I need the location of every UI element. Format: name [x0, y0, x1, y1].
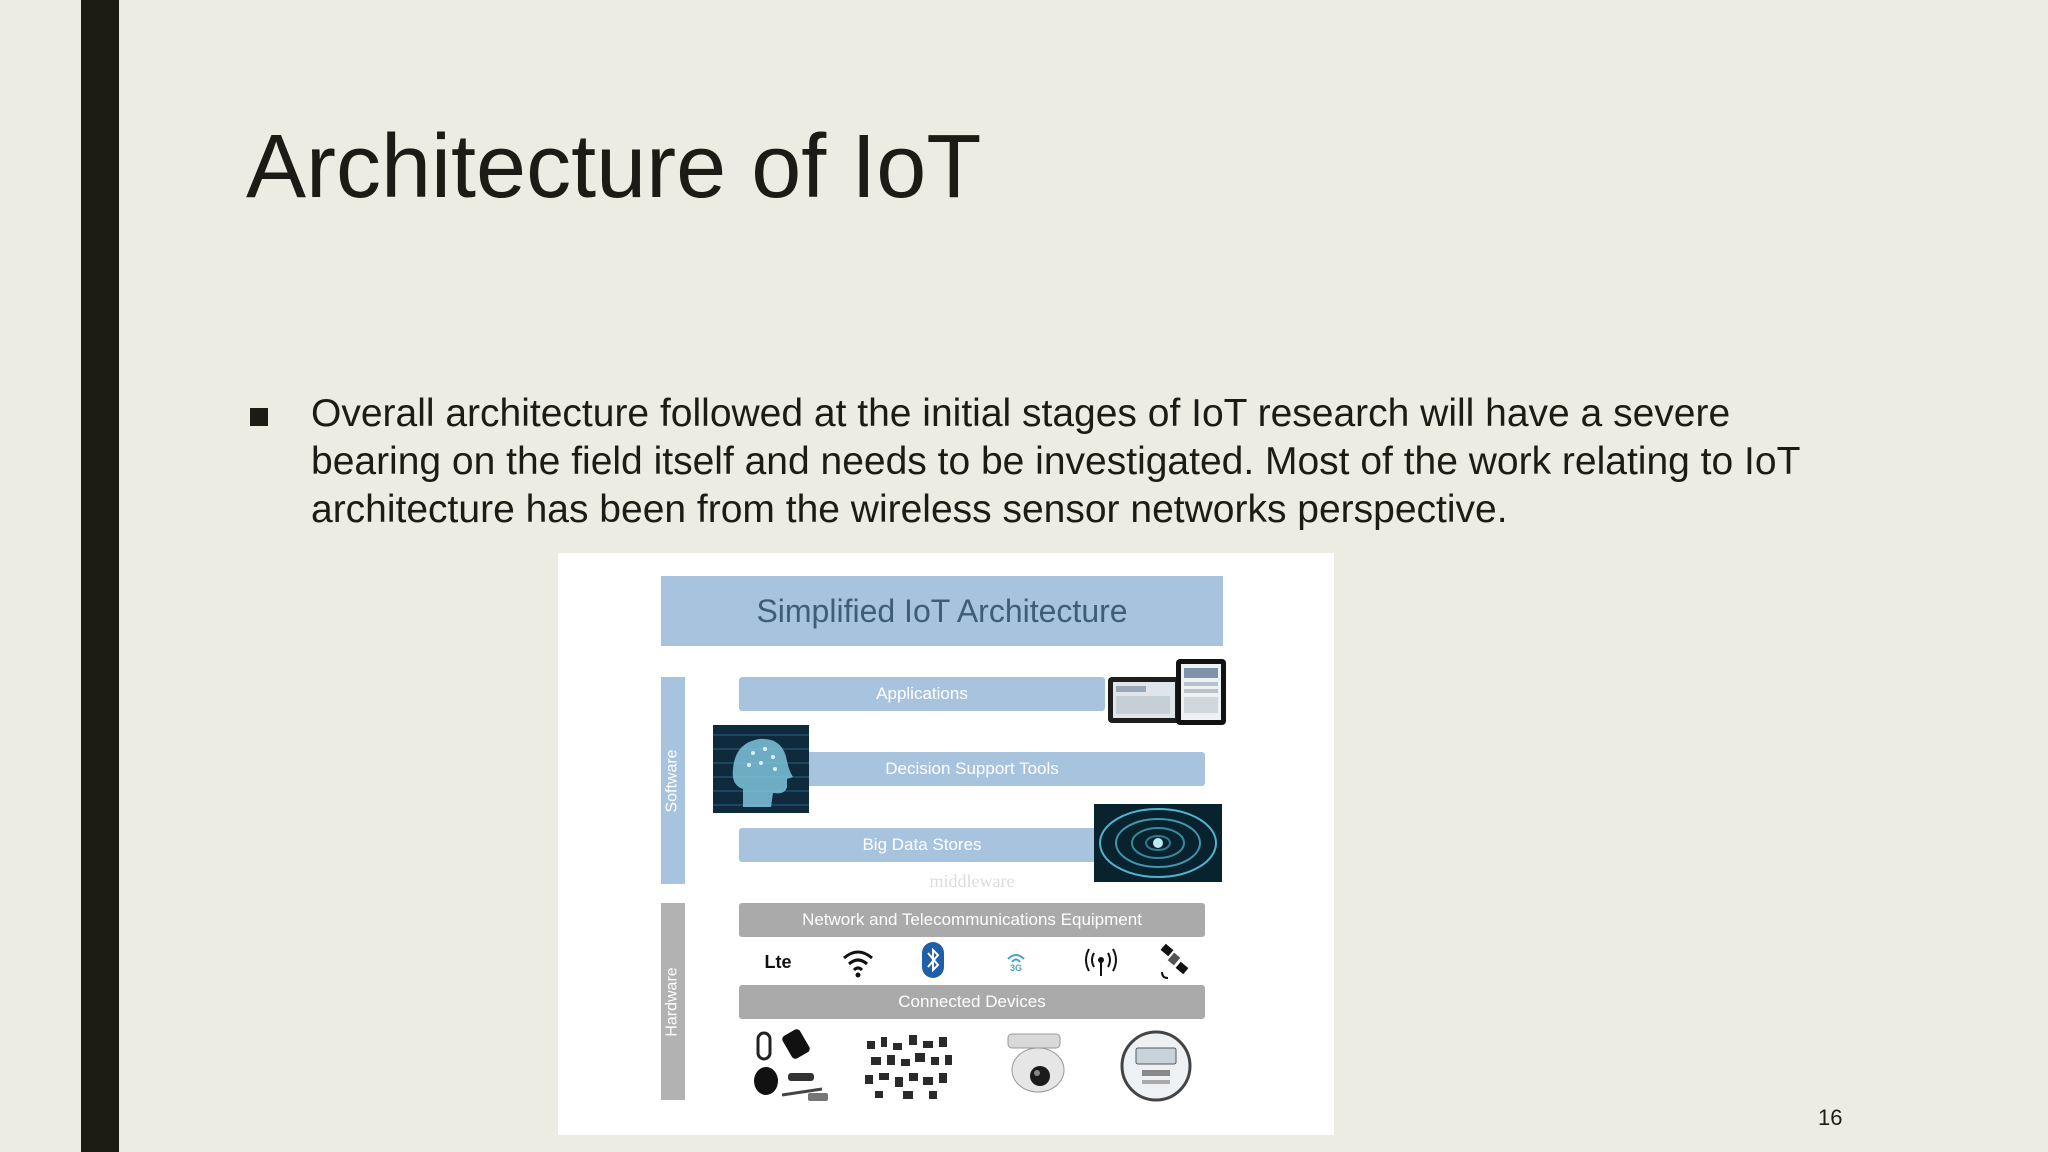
3g-signal-arcs-icon [1007, 954, 1025, 963]
bluetooth-icon [922, 942, 944, 978]
ai-head-image [713, 725, 809, 813]
decision-support-layer: Decision Support Tools [739, 752, 1205, 786]
radio-tower-icon [1085, 948, 1117, 976]
software-label-text: Software [664, 748, 682, 813]
big-data-image [1094, 804, 1222, 882]
lte-icon-text: Lte [764, 951, 792, 972]
smart-meter-image [1120, 1030, 1192, 1102]
software-side-label: Software [661, 677, 685, 884]
satellite-icon [1160, 943, 1189, 979]
3g-icon-text: 3G [1009, 963, 1022, 973]
hardware-side-label: Hardware [661, 903, 685, 1100]
connected-devices-layer: Connected Devices [739, 985, 1205, 1019]
iot-architecture-diagram: Simplified IoT Architecture Software Har… [558, 553, 1334, 1135]
big-data-layer: Big Data Stores [739, 828, 1105, 862]
slide-title: Architecture of IoT [246, 117, 982, 217]
left-accent-bar [81, 0, 119, 1152]
3g-icon: 3G [998, 944, 1034, 980]
bullet-square-icon [250, 408, 268, 426]
bullet-text: Overall architecture followed at the ini… [311, 392, 1800, 531]
tablets-image [1108, 659, 1226, 725]
applications-layer: Applications [739, 677, 1105, 711]
wearables-image [754, 1029, 828, 1101]
middleware-label: middleware [929, 871, 1015, 891]
wifi-icon [843, 950, 873, 978]
sensors-cluster-image [865, 1035, 952, 1099]
network-equipment-layer: Network and Telecommunications Equipment [739, 903, 1205, 937]
hardware-label-text: Hardware [664, 966, 682, 1037]
diagram-title: Simplified IoT Architecture [661, 576, 1223, 646]
lte-icon: Lte [758, 944, 798, 980]
security-camera-image [1007, 1033, 1065, 1093]
page-number: 16 [1818, 1105, 1843, 1130]
